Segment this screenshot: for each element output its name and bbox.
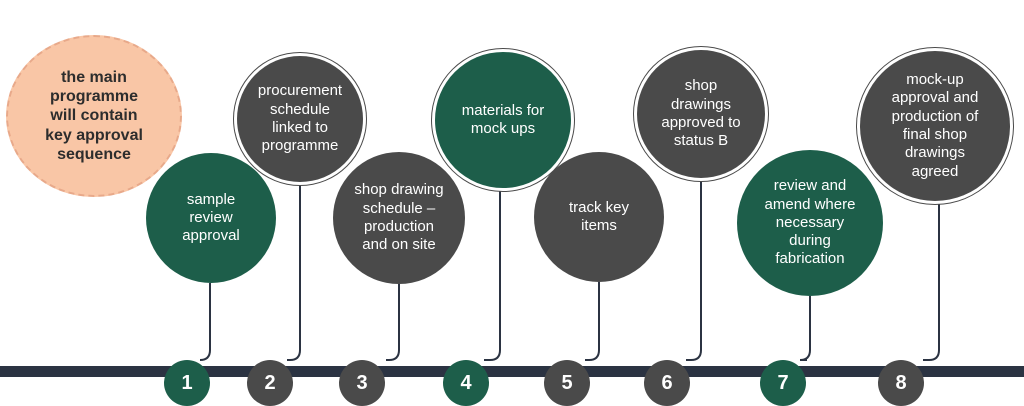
- step-6-bubble: shop drawings approved to status B: [637, 50, 765, 178]
- step-3-connector: [386, 284, 400, 361]
- step-8-label: mock-up approval and production of final…: [891, 71, 979, 180]
- step-5-label: track key items: [568, 198, 629, 234]
- step-8-connector: [923, 201, 940, 361]
- step-8-bubble: mock-up approval and production of final…: [860, 51, 1010, 201]
- step-2-connector: [287, 182, 301, 361]
- step-4-number: 4: [443, 360, 489, 406]
- step-3-number: 3: [339, 360, 385, 406]
- step-6-connector: [686, 178, 702, 361]
- step-1-connector: [199, 283, 211, 361]
- step-5-number: 5: [544, 360, 590, 406]
- timeline-bar: [0, 366, 1024, 377]
- step-7-connector: [799, 296, 811, 361]
- step-1-bubble: sample review approval: [146, 153, 276, 283]
- step-1-label: sample review approval: [182, 190, 240, 245]
- step-4-label: materials for mock ups: [461, 101, 545, 137]
- step-2-label: procurement schedule linked to programme: [257, 82, 343, 155]
- step-7-label: review and amend where necessary during …: [764, 177, 856, 268]
- step-3-bubble: shop drawing schedule – production and o…: [333, 152, 465, 284]
- step-7-bubble: review and amend where necessary during …: [737, 150, 883, 296]
- step-3-label: shop drawing schedule – production and o…: [354, 181, 444, 254]
- step-5-connector: [585, 282, 600, 361]
- step-2-number: 2: [247, 360, 293, 406]
- step-6-label: shop drawings approved to status B: [661, 77, 741, 150]
- step-4-connector: [484, 188, 501, 361]
- intro-note: the main programme will contain key appr…: [6, 35, 182, 197]
- step-4-bubble: materials for mock ups: [435, 52, 571, 188]
- step-7-number: 7: [760, 360, 806, 406]
- step-2-bubble: procurement schedule linked to programme: [237, 56, 363, 182]
- step-1-number: 1: [164, 360, 210, 406]
- step-6-number: 6: [644, 360, 690, 406]
- step-5-bubble: track key items: [534, 152, 664, 282]
- step-8-number: 8: [878, 360, 924, 406]
- intro-note-text: the main programme will contain key appr…: [45, 69, 143, 163]
